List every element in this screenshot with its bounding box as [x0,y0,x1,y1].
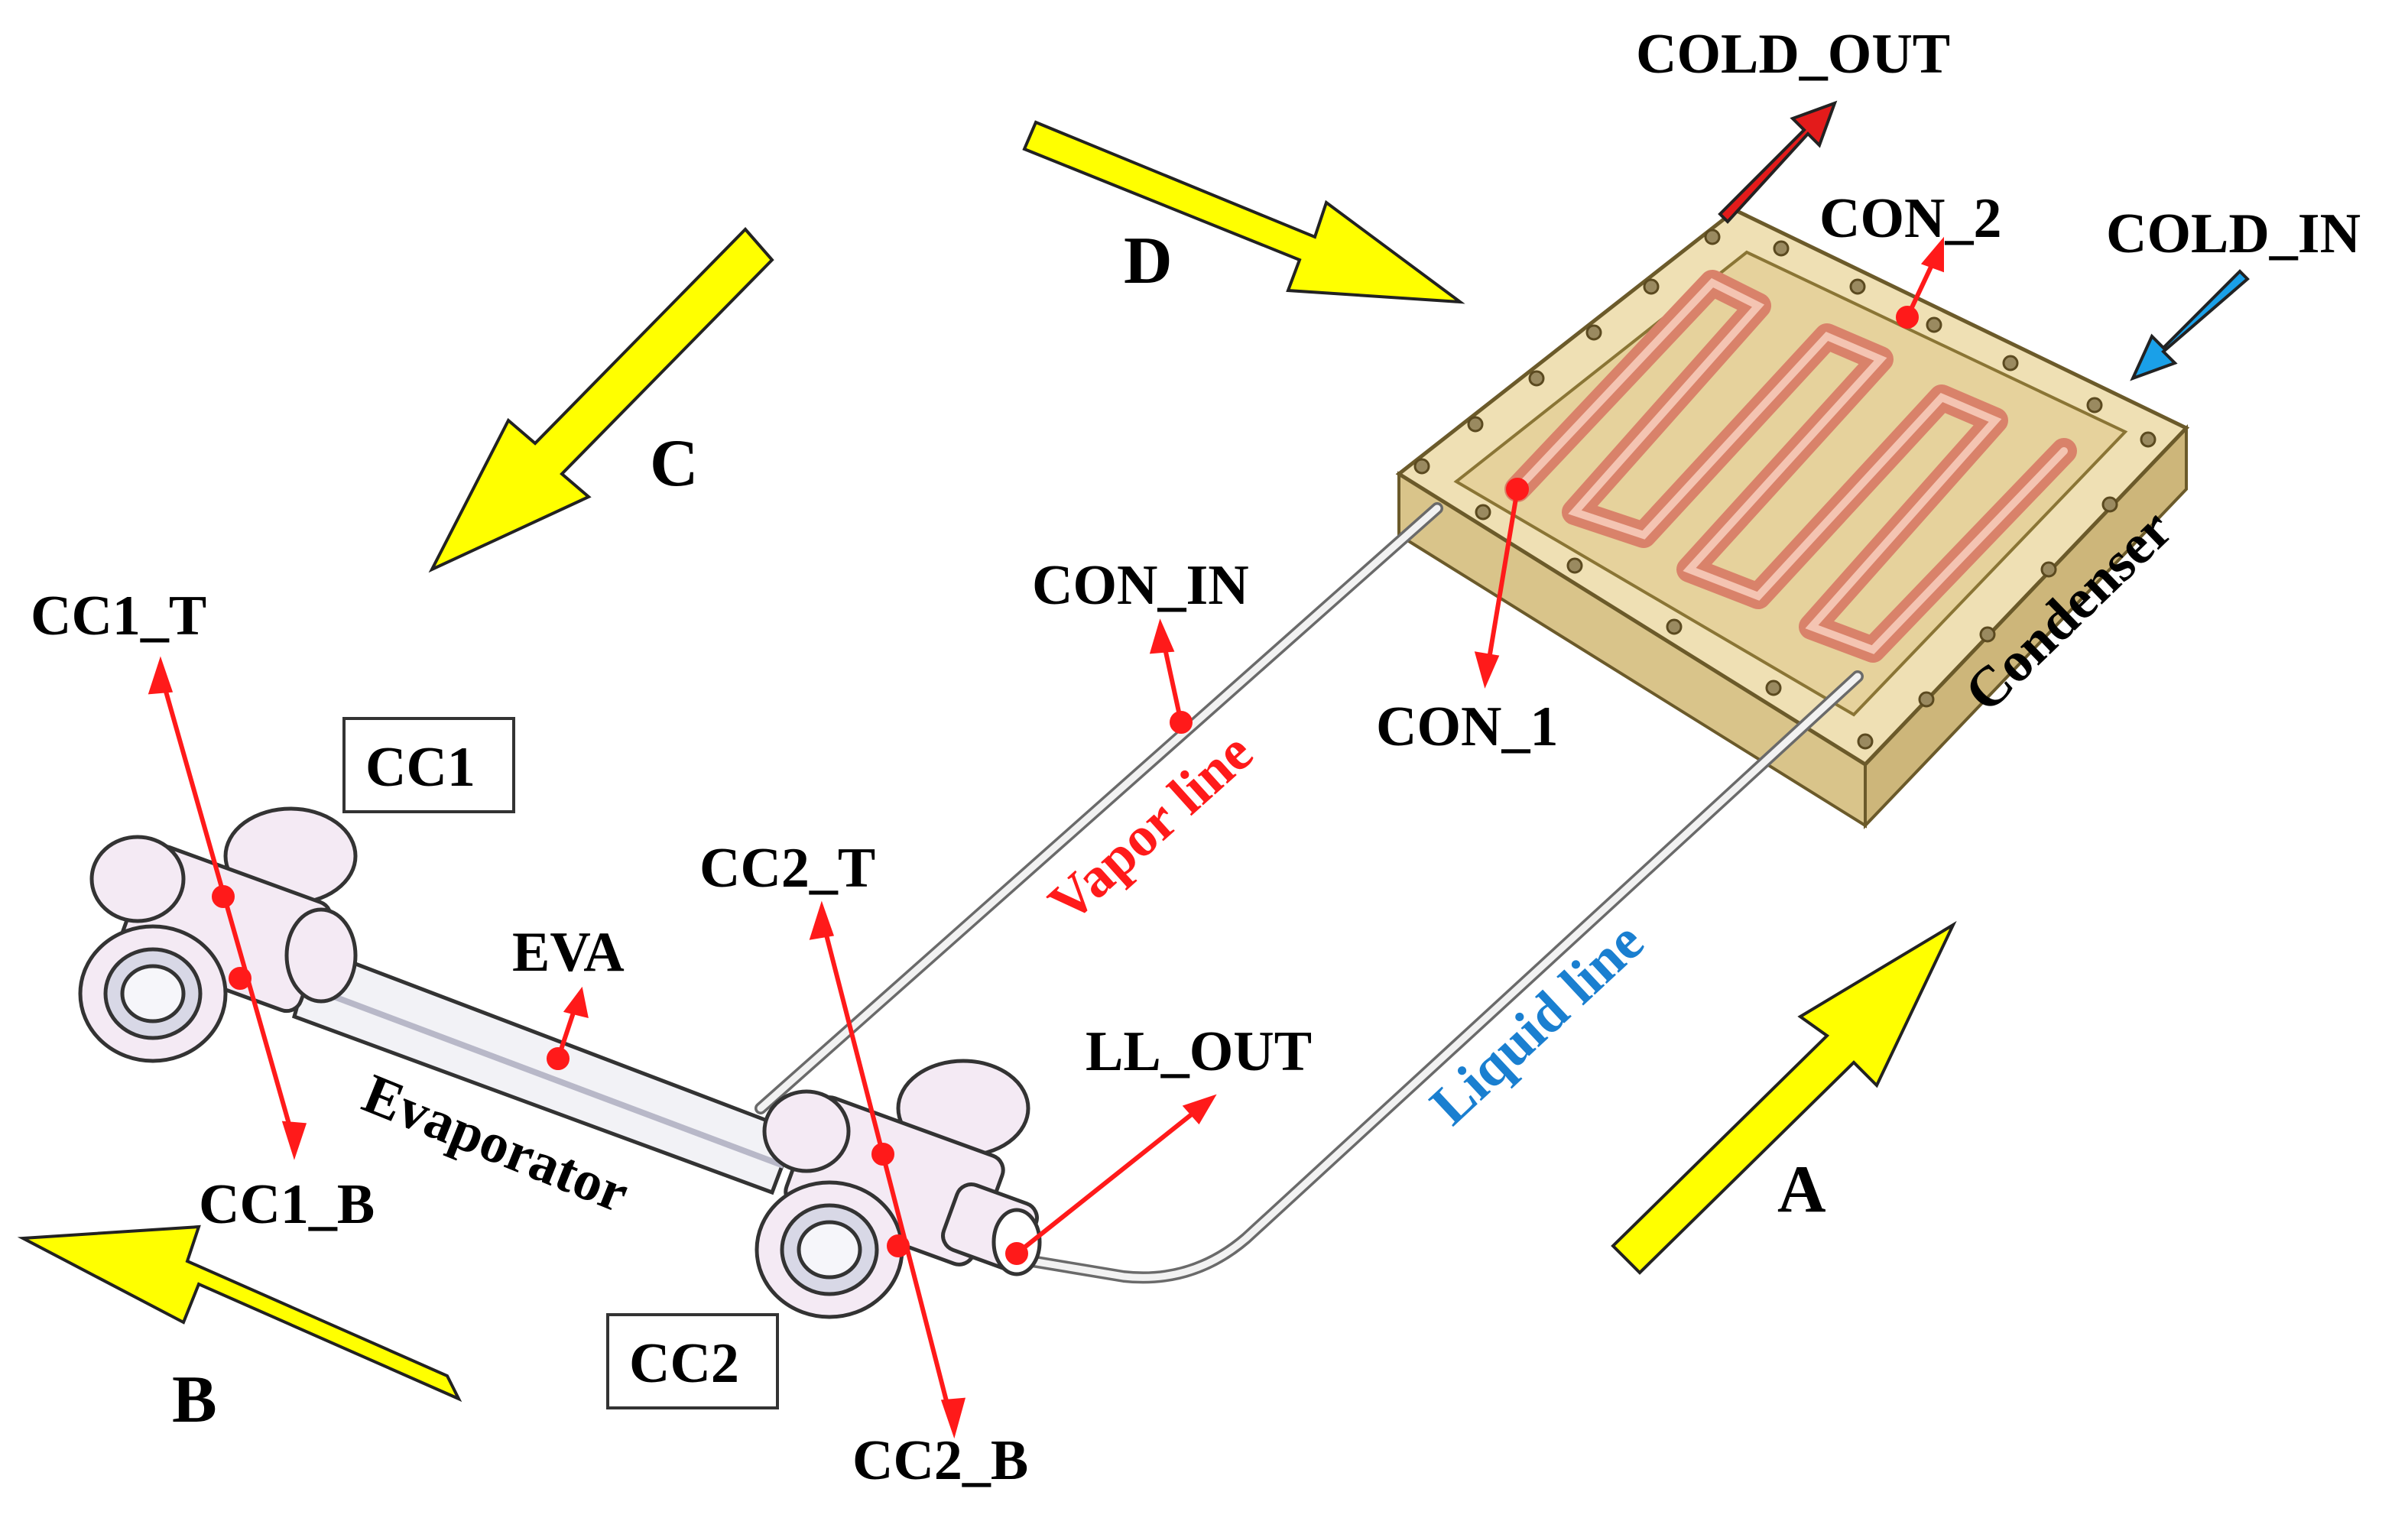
cc1-b-point [229,967,252,990]
ll-out-point [1005,1242,1028,1265]
pointer-lines [148,236,1944,1439]
con-2-point [1896,306,1919,329]
cc1-label: CC1 [365,736,475,799]
ll-out-label: LL_OUT [1086,1020,1312,1083]
eva-label: EVA [512,921,625,984]
cold-out-arrow [1718,100,1838,224]
direction-arrow-a [1611,920,1957,1275]
cc2-label: CC2 [629,1332,739,1395]
cc2-b-point [887,1234,910,1257]
cc2-b-label: CC2_B [852,1429,1028,1492]
liquid-line-label: Liquid line [1419,910,1656,1137]
direction-arrow-d [1022,120,1465,304]
con-2-label: CON_2 [1819,187,2001,250]
cc1-box [342,717,515,813]
direction-d-label: D [1124,224,1173,298]
direction-arrow-c [428,227,774,573]
cold-out-label: COLD_OUT [1636,23,1950,86]
direction-arrow-b [17,1224,462,1403]
cold-in-arrow [2130,269,2250,381]
cold-in-label: COLD_IN [2106,203,2361,265]
con-in-label: CON_IN [1032,554,1249,617]
direction-b-label: B [172,1363,217,1437]
con-in-point [1170,711,1193,734]
con-1-label: CON_1 [1376,696,1558,758]
cc1-body [78,806,358,1063]
condenser [1395,208,2190,829]
evaporator [78,806,1042,1319]
cc2-t-point [871,1143,894,1166]
cc1-t-label: CC1_T [31,585,206,647]
eva-point [547,1047,570,1070]
liquid-line-pipe [1003,670,1864,1284]
cc1-t-point [212,885,235,908]
direction-c-label: C [650,427,699,501]
cc2-box [606,1313,779,1409]
cc2-body [755,1059,1042,1319]
cc2-t-label: CC2_T [699,837,875,900]
cc1-b-label: CC1_B [199,1173,375,1236]
con-1-point [1506,478,1529,501]
vapor-line-pipe [755,502,1443,1114]
direction-a-label: A [1777,1153,1826,1227]
